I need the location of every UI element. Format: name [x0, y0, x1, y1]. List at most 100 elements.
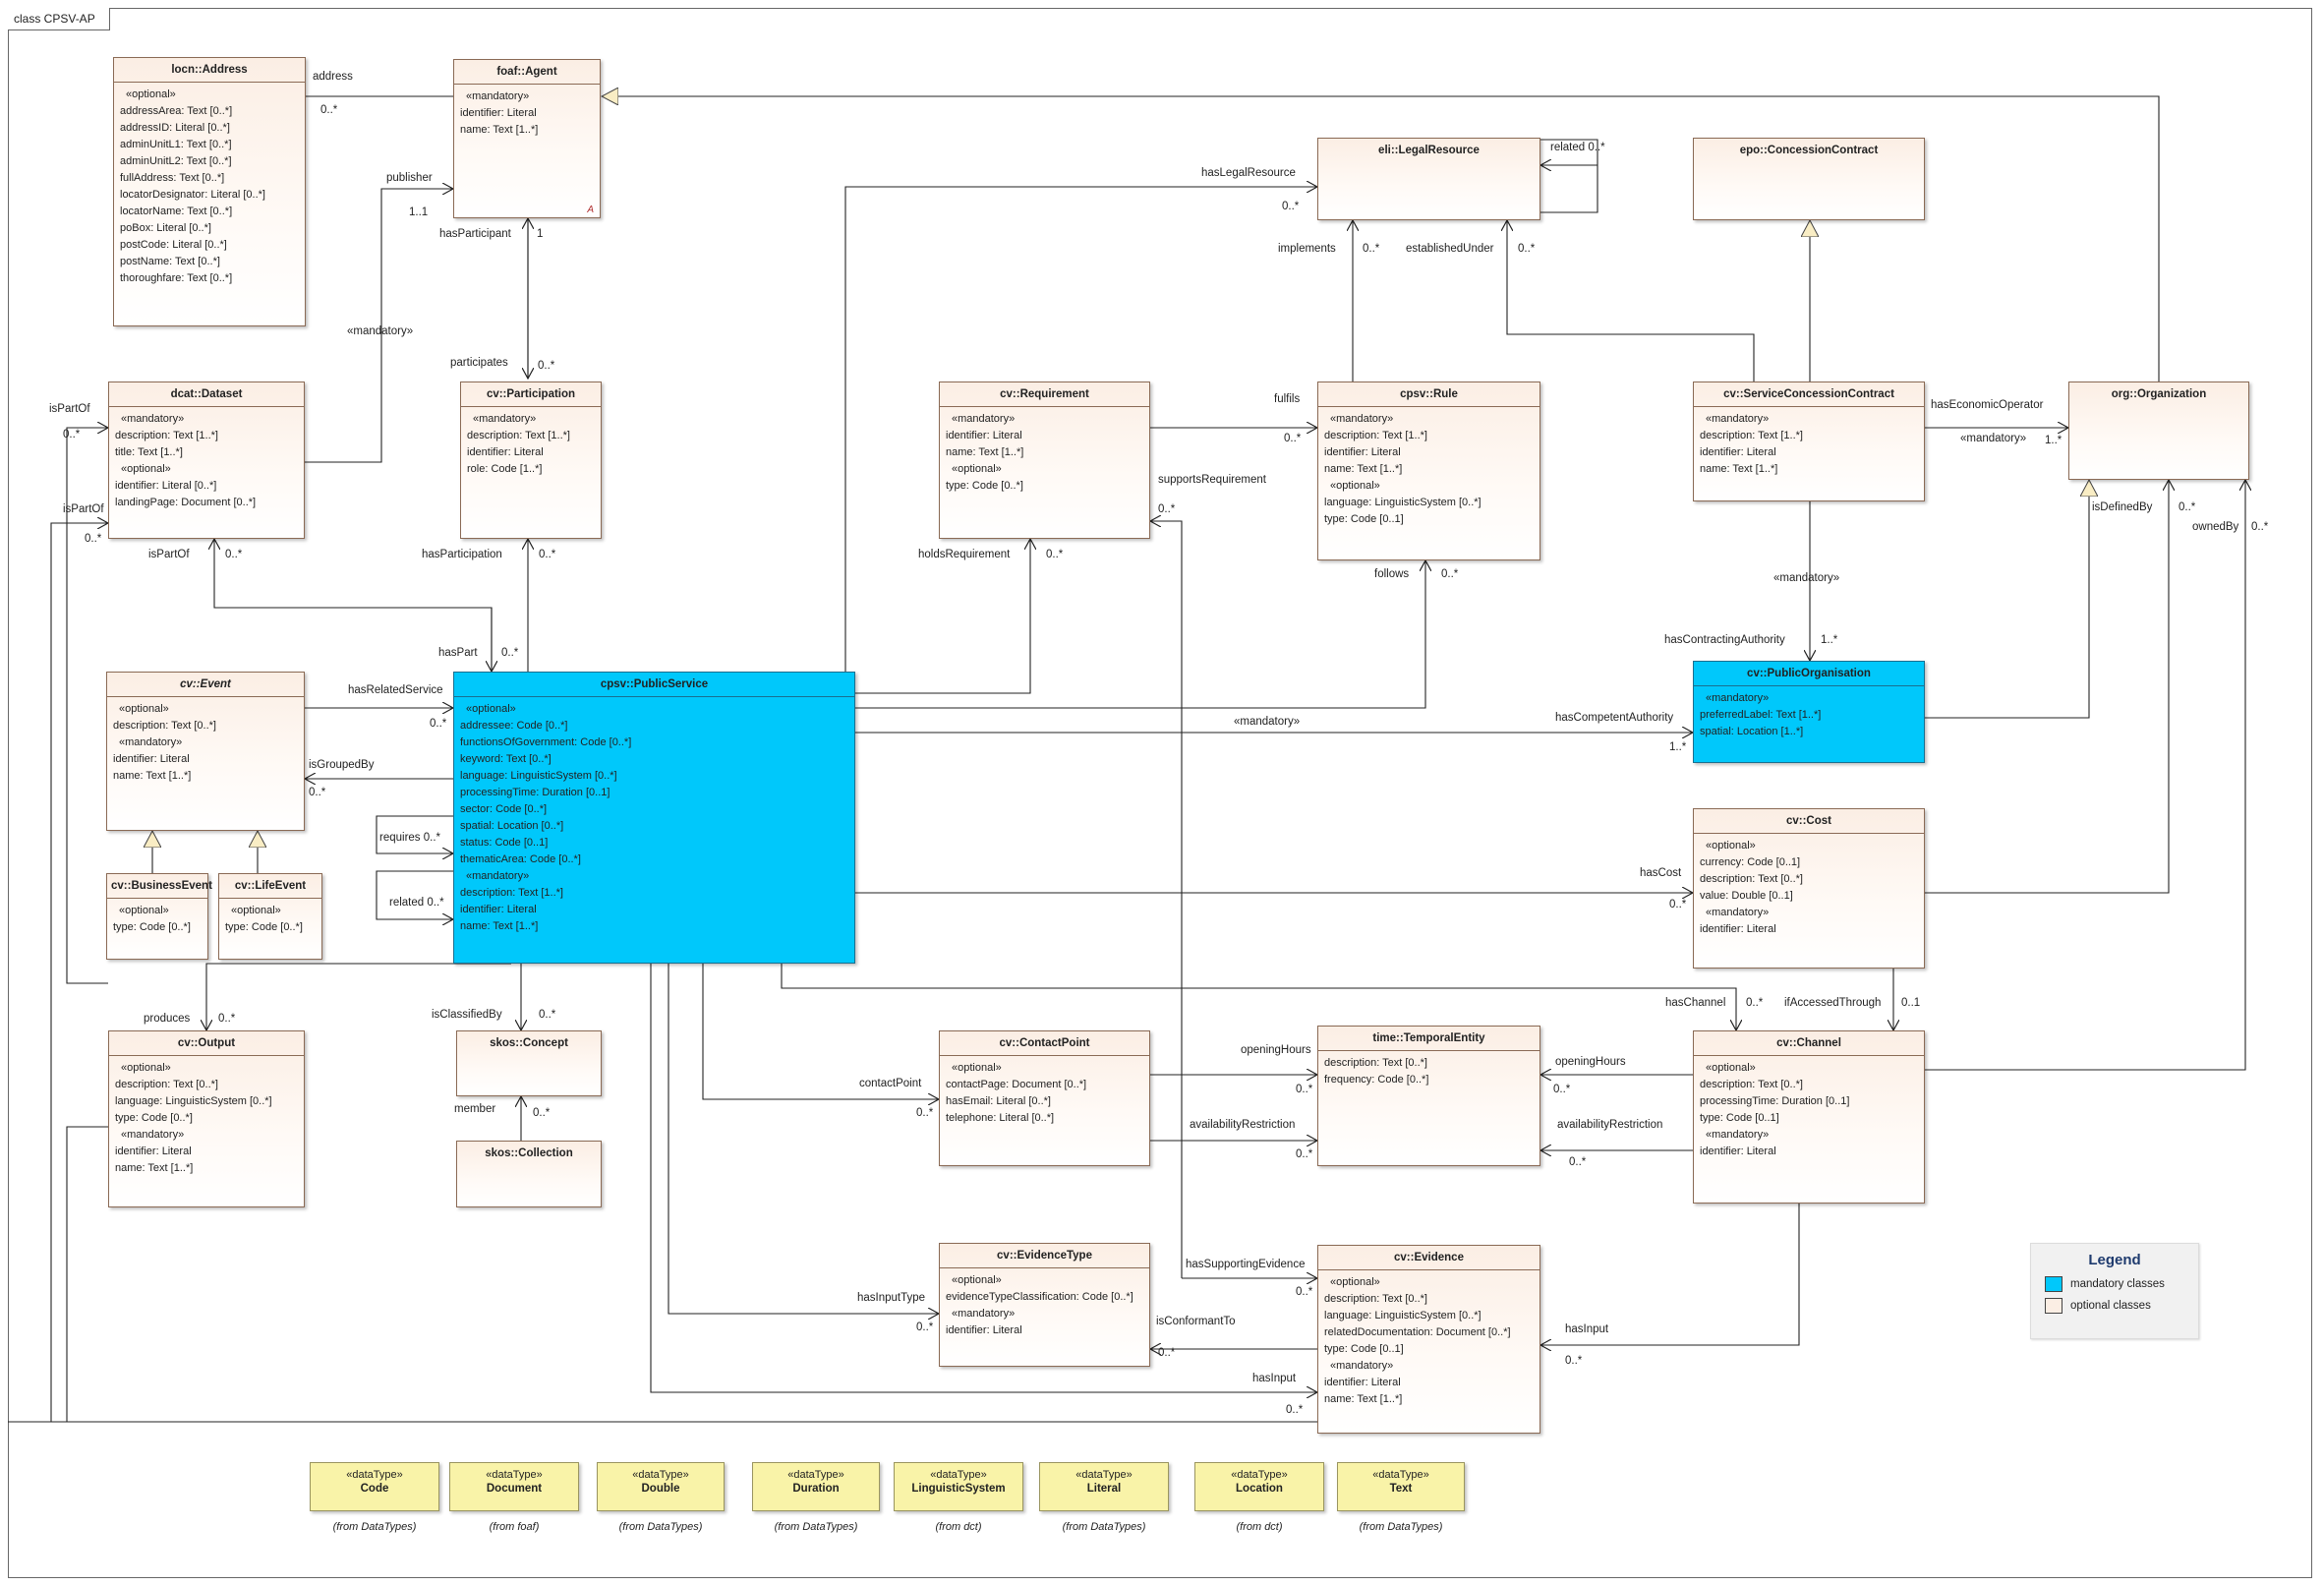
stereotype: «mandatory» [952, 1308, 1016, 1320]
class-agent[interactable]: foaf::Agent «mandatory»identifier: Liter… [453, 59, 601, 218]
attribute: identifier: Literal [1700, 923, 1776, 935]
datatype-literal[interactable]: «dataType»Literal [1039, 1462, 1169, 1511]
datatype-document[interactable]: «dataType»Document [449, 1462, 579, 1511]
label-hasParticipation: hasParticipation [422, 549, 502, 560]
attributes: «optional»addressee: Code [0..*]function… [454, 697, 854, 939]
assoc-related-self [1540, 139, 1598, 213]
assoc-dataset-isPartOf [66, 428, 108, 984]
mult: 0..* [1046, 549, 1064, 560]
class-name: cpsv::Rule [1400, 388, 1458, 400]
stereotype: «dataType» [486, 1469, 543, 1481]
attribute: identifier: Literal [1700, 1145, 1776, 1157]
class-contact-point[interactable]: cv::ContactPoint «optional»contactPage: … [939, 1030, 1150, 1166]
attribute: name: Text [1..*] [946, 446, 1024, 458]
class-cost[interactable]: cv::Cost «optional»currency: Code [0..1]… [1693, 808, 1925, 969]
datatype-location[interactable]: «dataType»Location [1194, 1462, 1324, 1511]
datatype-text[interactable]: «dataType»Text [1337, 1462, 1465, 1511]
label-hasCost: hasCost [1640, 867, 1682, 879]
attribute: language: LinguisticSystem [0..*] [460, 770, 617, 782]
mult: 0..* [1296, 1084, 1313, 1095]
class-event[interactable]: cv::Event «optional»description: Text [0… [106, 672, 305, 831]
mult: 0..* [63, 429, 81, 441]
legend: Legend mandatory classes optional classe… [2030, 1243, 2199, 1339]
assoc-output-isPartOf [8, 1126, 108, 1423]
class-concept[interactable]: skos::Concept [456, 1030, 602, 1096]
attribute: name: Text [1..*] [1700, 463, 1778, 475]
class-collection[interactable]: skos::Collection [456, 1141, 602, 1207]
class-name: skos::Collection [485, 1147, 573, 1159]
class-evidence[interactable]: cv::Evidence «optional»description: Text… [1317, 1245, 1540, 1434]
datatype-duration[interactable]: «dataType»Duration [752, 1462, 880, 1511]
attribute: telephone: Literal [0..*] [946, 1112, 1055, 1124]
stereotype: «optional» [952, 1062, 1002, 1074]
label-isGroupedBy: isGroupedBy [309, 759, 375, 771]
class-concession-contract[interactable]: epo::ConcessionContract [1693, 138, 1925, 220]
datatype-code[interactable]: «dataType»Code [310, 1462, 439, 1511]
label-isPartOf: isPartOf [63, 503, 104, 515]
attributes: «optional»evidenceTypeClassification: Co… [940, 1268, 1149, 1343]
class-participation[interactable]: cv::Participation «mandatory»description… [460, 382, 602, 539]
attributes: «optional»contactPage: Document [0..*]ha… [940, 1056, 1149, 1131]
class-public-service[interactable]: cpsv::PublicService «optional»addressee:… [453, 672, 855, 964]
label-participates: participates [450, 357, 508, 369]
stereotype: «dataType» [1231, 1469, 1288, 1481]
attribute: description: Text [0..*] [1324, 1293, 1427, 1305]
stereotype: «dataType» [346, 1469, 403, 1481]
class-name: cv::LifeEvent [234, 880, 307, 892]
datatype-origin: (from dct) [935, 1521, 982, 1533]
mult: 1..* [2045, 435, 2063, 446]
mult: 0..* [309, 787, 326, 798]
label-mandatory: «mandatory» [1773, 572, 1840, 584]
class-dataset[interactable]: dcat::Dataset «mandatory»description: Te… [108, 382, 305, 539]
stereotype: «optional» [121, 1062, 171, 1074]
stereotype: «dataType» [930, 1469, 987, 1481]
mult: 0..* [225, 549, 243, 560]
datatype-double[interactable]: «dataType»Double [597, 1462, 725, 1511]
class-channel[interactable]: cv::Channel «optional»description: Text … [1693, 1030, 1925, 1204]
stereotype: «optional» [126, 88, 176, 100]
stereotype: «mandatory» [466, 870, 530, 882]
attribute: type: Code [0..1] [1700, 1112, 1779, 1124]
attribute: identifier: Literal [467, 446, 544, 458]
attributes: «optional»currency: Code [0..1]descripti… [1694, 834, 1924, 942]
attributes: «optional»description: Text [0..*]«manda… [107, 697, 304, 789]
mult: 0..* [1296, 1148, 1313, 1160]
label-hasCompetentAuthority: hasCompetentAuthority [1555, 712, 1674, 724]
label-related: related 0..* [389, 897, 444, 909]
datatype-name: Double [641, 1483, 680, 1495]
class-life-event[interactable]: cv::LifeEvent «optional»type: Code [0..*… [218, 873, 322, 960]
class-address[interactable]: locn::Address «optional»addressArea: Tex… [113, 57, 306, 326]
class-name: locn::Address [171, 64, 248, 76]
attribute: role: Code [1..*] [467, 463, 543, 475]
class-public-organisation[interactable]: cv::PublicOrganisation «mandatory»prefer… [1693, 661, 1925, 763]
attribute: type: Code [0..*] [115, 1112, 193, 1124]
label-mandatory: «mandatory» [1960, 433, 2027, 444]
label-availabilityRestriction: availabilityRestriction [1557, 1119, 1663, 1131]
assoc-contactPoint [702, 964, 939, 1099]
attribute: thoroughfare: Text [0..*] [120, 272, 233, 284]
class-service-concession-contract[interactable]: cv::ServiceConcessionContract «mandatory… [1693, 382, 1925, 501]
class-rule[interactable]: cpsv::Rule «mandatory»description: Text … [1317, 382, 1540, 560]
class-temporal-entity[interactable]: time::TemporalEntity description: Text [… [1317, 1026, 1540, 1166]
assoc-supportsRequirement [1150, 521, 1183, 1278]
class-organization[interactable]: org::Organization [2068, 382, 2249, 480]
class-legal-resource[interactable]: eli::LegalResource [1317, 138, 1540, 220]
attributes: description: Text [0..*]frequency: Code … [1318, 1051, 1540, 1092]
attribute: description: Text [0..*] [115, 1079, 218, 1090]
class-requirement[interactable]: cv::Requirement «mandatory»identifier: L… [939, 382, 1150, 539]
datatype-linguisticsystem[interactable]: «dataType» LinguisticSystem [894, 1462, 1023, 1511]
attribute: status: Code [0..1] [460, 837, 549, 849]
assoc-channel-ownedBy [1925, 480, 2245, 1071]
class-business-event[interactable]: cv::BusinessEvent «optional»type: Code [… [106, 873, 212, 960]
attribute: name: Text [1..*] [1324, 463, 1403, 475]
stereotype: «mandatory» [121, 413, 185, 425]
mult: 0..* [916, 1322, 934, 1333]
attribute: identifier: Literal [460, 904, 537, 915]
datatype-name: LinguisticSystem [911, 1483, 1006, 1495]
mult: 0..* [320, 104, 338, 116]
class-evidence-type[interactable]: cv::EvidenceType «optional»evidenceTypeC… [939, 1243, 1150, 1367]
class-output[interactable]: cv::Output «optional»description: Text [… [108, 1030, 305, 1207]
attribute: identifier: Literal [113, 753, 190, 765]
